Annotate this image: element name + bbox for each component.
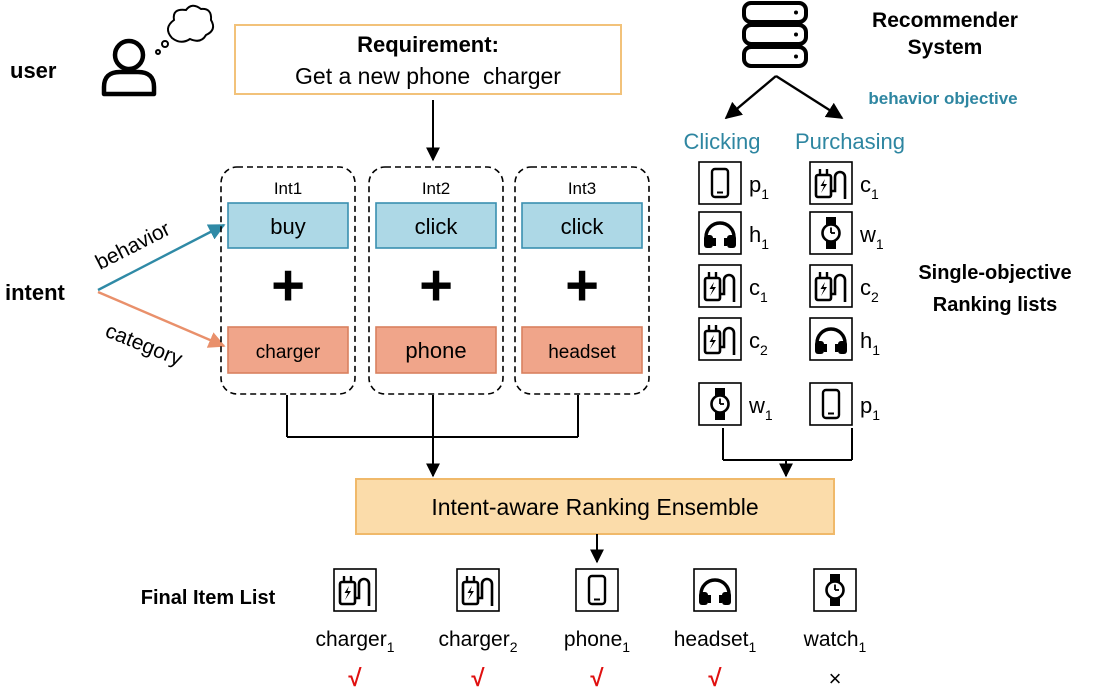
rank-item-label: c2 [749, 328, 768, 358]
behavior-edge-label: behavior [92, 217, 174, 274]
recommender-title-line2: System [908, 36, 983, 59]
purchasing-rank-item: c2 [809, 264, 879, 308]
cross-mark: × [829, 666, 842, 691]
clicking-column-header: Clicking [683, 129, 760, 154]
intent-groups: Int1 buy + charger Int2 click + phone Int3 click +… [220, 166, 650, 395]
final-item: headset1 √ [674, 568, 757, 692]
plus-sign: + [565, 253, 599, 318]
purchasing-column-header: Purchasing [795, 129, 905, 154]
rank-item-label: h1 [860, 328, 880, 358]
final-items: charger1 √ charger2 √ phone1 √ headset1 √ watch1… [316, 568, 867, 692]
final-item: charger1 √ [316, 568, 395, 692]
final-item-label: phone1 [564, 628, 630, 655]
user-label: user [10, 58, 57, 83]
rank-item-label: p1 [749, 172, 769, 202]
purchasing-rank-item: w1 [809, 211, 884, 255]
ensemble-label: Intent-aware Ranking Ensemble [431, 494, 758, 520]
category-edge-label: category [102, 319, 186, 371]
intent-id-label: Int2 [422, 179, 450, 198]
db-to-purchasing-arrow [775, 74, 844, 120]
purchasing-rank-item: h1 [809, 317, 880, 361]
database-icon [742, 1, 808, 68]
recommender-title-line1: Recommender [872, 9, 1018, 32]
intent-id-label: Int3 [568, 179, 596, 198]
final-item: phone1 √ [564, 568, 630, 692]
ensemble-box [355, 478, 835, 535]
lists-merge-lines [722, 428, 853, 461]
rank-item-label: h1 [749, 222, 769, 252]
requirement-text: Get a new phone charger [295, 63, 561, 89]
intent-label: intent [5, 280, 66, 305]
thought-cloud-icon [155, 4, 215, 55]
rank-item-label: c2 [860, 275, 879, 305]
check-mark: √ [590, 665, 604, 692]
behavior-label: click [415, 214, 459, 239]
final-list-label: Final Item List [141, 587, 276, 609]
plus-sign: + [271, 253, 305, 318]
db-to-clicking-arrow [724, 75, 777, 120]
final-item-label: watch1 [803, 628, 867, 655]
behavior-label: buy [270, 214, 305, 239]
intent-id-label: Int1 [274, 179, 302, 198]
single-objective-label-line1: Single-objective [918, 262, 1071, 284]
rank-item-label: p1 [860, 393, 880, 423]
rank-item-label: w1 [748, 393, 773, 423]
clicking-rank-item: c2 [698, 317, 768, 361]
behavior-box [227, 202, 349, 249]
intent-group-border [220, 166, 356, 395]
intent-group-2: Int2 click + phone [368, 166, 504, 395]
intent-group-border [368, 166, 504, 395]
clicking-rank-item: h1 [698, 211, 769, 255]
check-mark: √ [471, 665, 485, 692]
intent-group-3: Int3 click + headset [514, 166, 650, 395]
category-box [521, 326, 643, 374]
single-objective-label-line2: Ranking lists [933, 294, 1057, 316]
purchasing-rank-item: p1 [809, 382, 880, 426]
clicking-ranking-list: p1 h1 c1 c2 w1 [698, 161, 773, 426]
ranking-lists: p1 h1 c1 c2 w1 c1 w1 c2 h1 p1 [698, 161, 884, 426]
behavior-objective-label: behavior objective [868, 89, 1017, 108]
category-arrow [97, 290, 226, 348]
category-label: charger [256, 342, 321, 363]
behavior-box [521, 202, 643, 249]
check-mark: √ [708, 665, 722, 692]
user-icon [101, 38, 157, 97]
behavior-box [375, 202, 497, 249]
rank-item-label: c1 [749, 275, 768, 305]
requirement-box [234, 24, 622, 95]
intent-group-1: Int1 buy + charger [220, 166, 356, 395]
rank-item-label: w1 [859, 222, 884, 252]
final-item: charger2 √ [439, 568, 518, 692]
final-item-label: headset1 [674, 628, 757, 655]
rank-item-label: c1 [860, 172, 879, 202]
check-mark: √ [348, 665, 362, 692]
category-label: phone [405, 338, 466, 363]
category-box [227, 326, 349, 374]
purchasing-ranking-list: c1 w1 c2 h1 p1 [809, 161, 884, 426]
clicking-rank-item: w1 [698, 382, 773, 426]
clicking-rank-item: p1 [698, 161, 769, 205]
behavior-arrow [97, 223, 226, 292]
plus-sign: + [419, 253, 453, 318]
behavior-label: click [561, 214, 605, 239]
clicking-rank-item: c1 [698, 264, 768, 308]
category-label: headset [548, 342, 616, 363]
requirement-title: Requirement: [357, 32, 499, 57]
intent-group-border [514, 166, 650, 395]
purchasing-rank-item: c1 [809, 161, 879, 205]
final-item-label: charger2 [439, 628, 518, 655]
category-box [375, 326, 497, 374]
final-item: watch1 × [803, 568, 867, 691]
final-item-label: charger1 [316, 628, 395, 655]
intents-merge-lines [286, 395, 579, 438]
